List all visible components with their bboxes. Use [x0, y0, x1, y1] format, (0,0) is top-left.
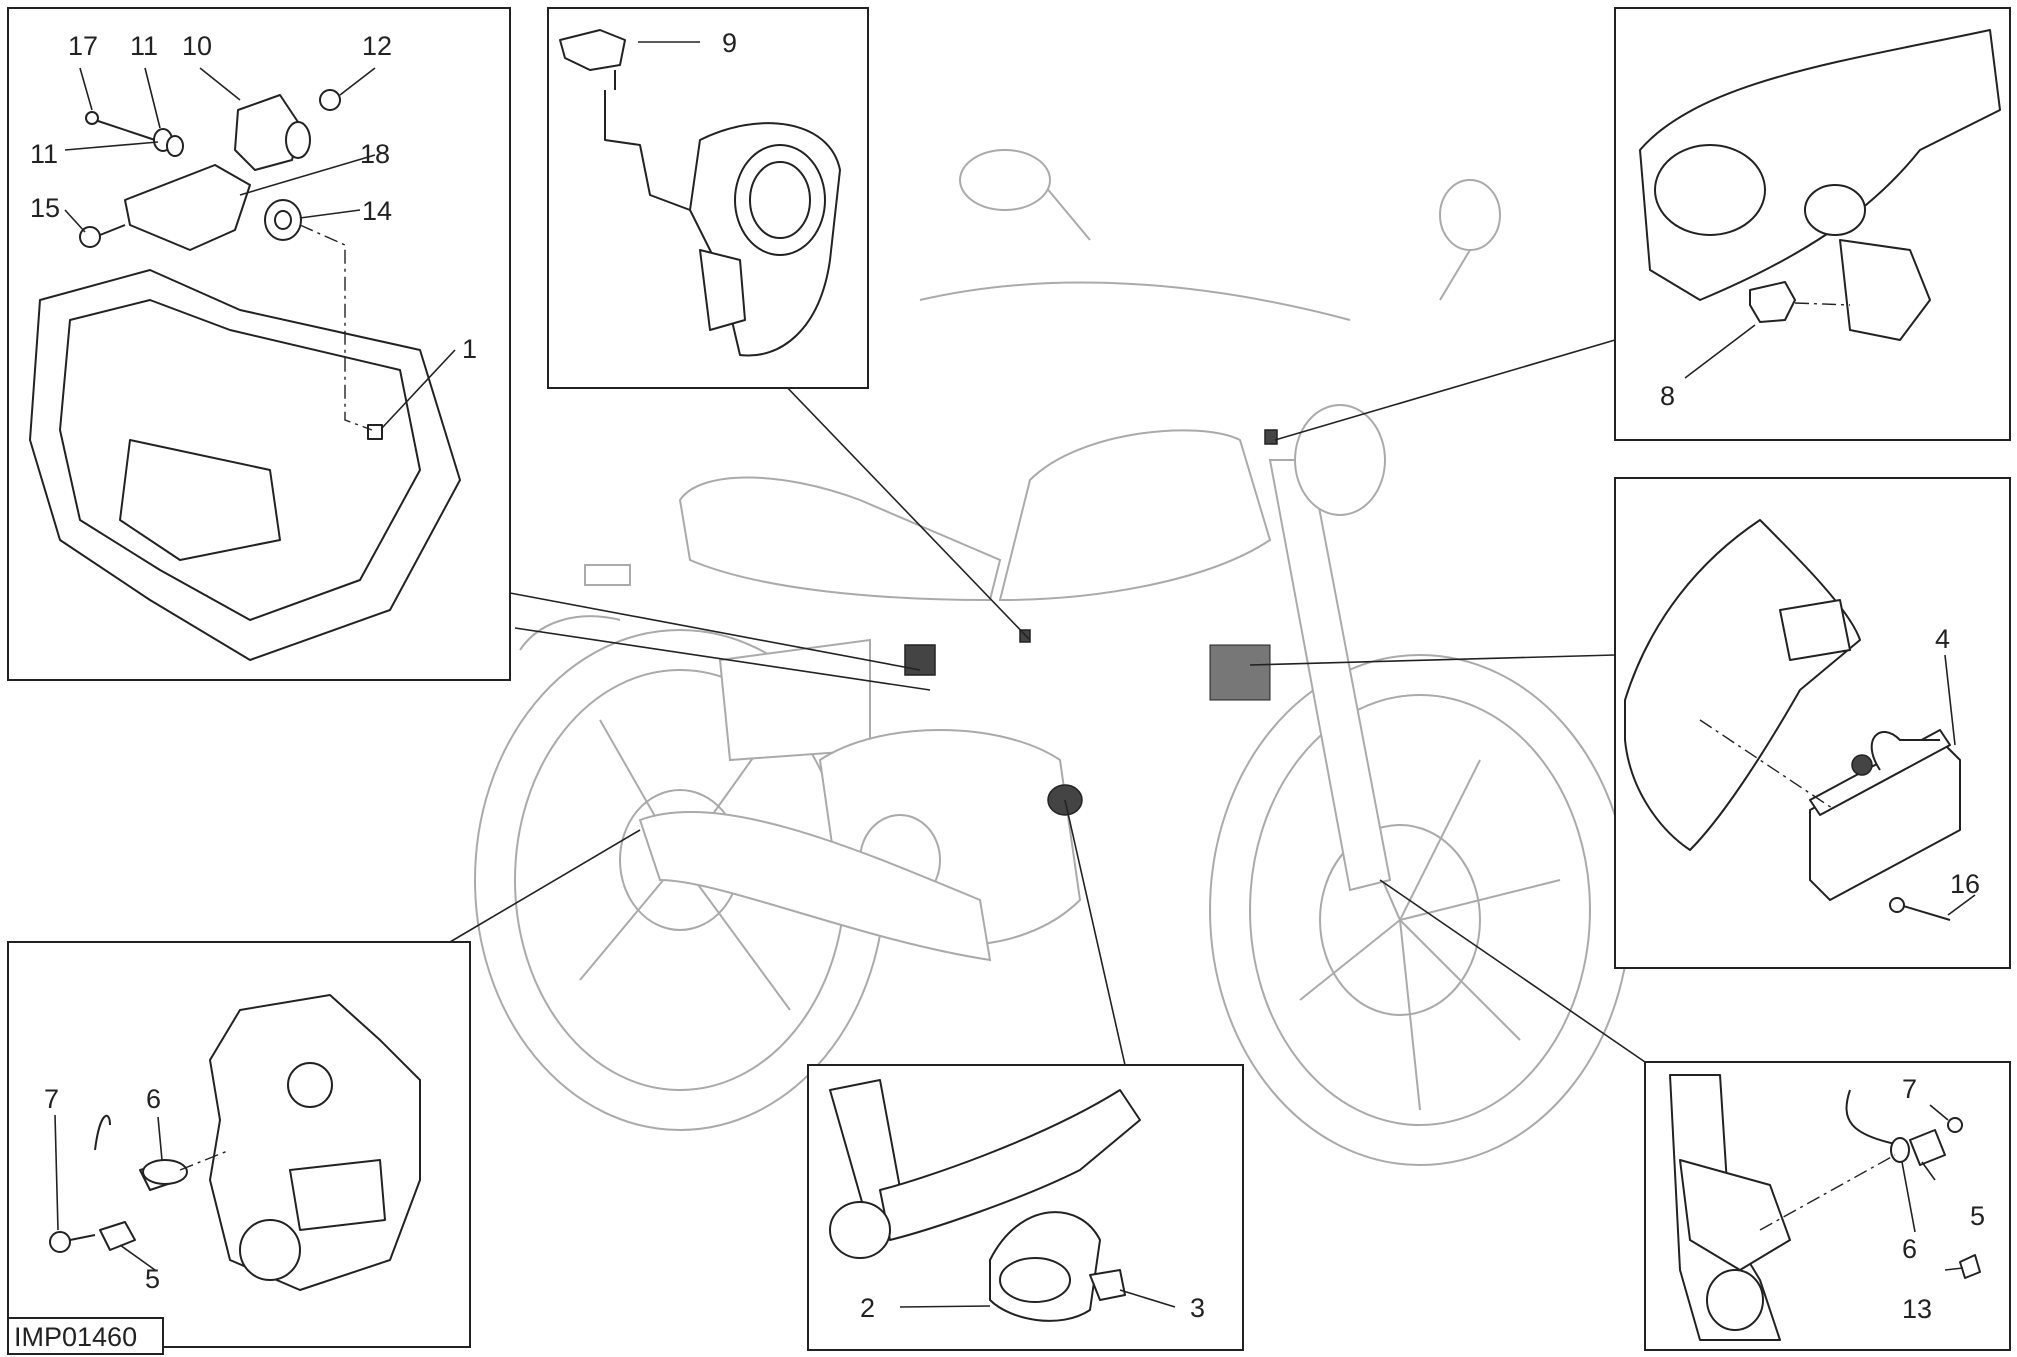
callout-2: 2 — [860, 1293, 875, 1323]
callout-4: 4 — [1935, 624, 1950, 654]
callout-3: 3 — [1190, 1293, 1205, 1323]
panel-front-speed-sensor: 7 5 6 13 — [1644, 1061, 2011, 1351]
motorcycle-overview — [474, 149, 1631, 1166]
callout-6-right: 6 — [1902, 1234, 1917, 1264]
callout-5-left: 5 — [145, 1264, 160, 1294]
callout-11-left: 11 — [30, 139, 58, 169]
callout-7-left: 7 — [44, 1084, 59, 1114]
panel-battery-box: 17 11 10 12 11 18 15 14 1 — [7, 7, 511, 681]
callout-8: 8 — [1660, 381, 1675, 411]
callout-6-left: 6 — [146, 1084, 161, 1114]
callout-11-top: 11 — [130, 31, 158, 61]
callout-16: 16 — [1950, 869, 1980, 899]
panel-voltage-regulator: 4 16 — [1614, 477, 2011, 969]
panel-horn: 2 3 — [807, 1064, 1244, 1351]
callout-7-right: 7 — [1902, 1074, 1917, 1104]
callout-1: 1 — [462, 334, 477, 364]
callout-18: 18 — [360, 139, 390, 169]
callout-13: 13 — [1902, 1294, 1932, 1324]
callout-5-right: 5 — [1970, 1201, 1985, 1231]
callout-14: 14 — [362, 196, 392, 226]
panel-throttle-body: 9 — [547, 7, 869, 389]
drawing-code: IMP01460 — [14, 1322, 137, 1352]
callout-17: 17 — [68, 31, 98, 61]
callout-9: 9 — [722, 28, 737, 58]
drawing-code-box: IMP01460 — [7, 1317, 164, 1355]
panel-steering-head: 8 — [1614, 7, 2011, 441]
callout-12: 12 — [362, 31, 392, 61]
panel-rear-caliper: 7 6 5 — [7, 941, 471, 1348]
callout-10: 10 — [182, 31, 212, 61]
callout-15: 15 — [30, 193, 60, 223]
